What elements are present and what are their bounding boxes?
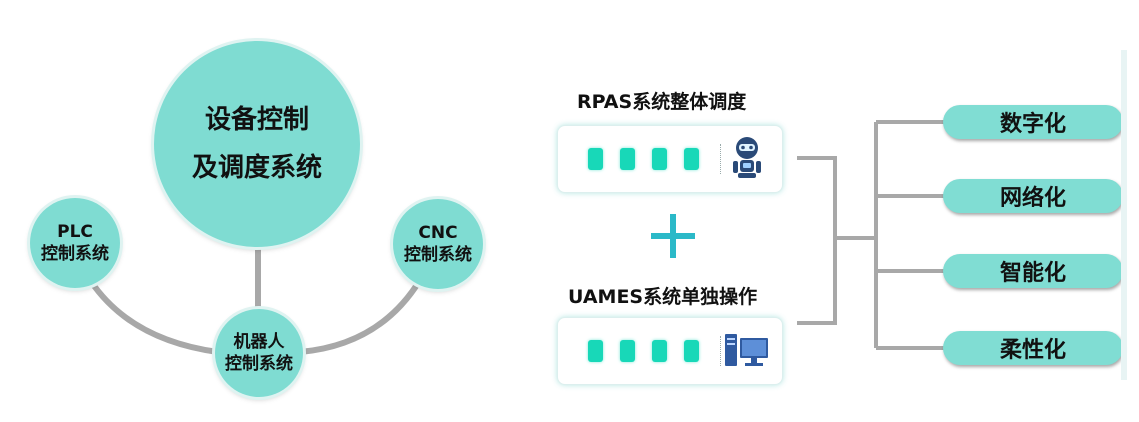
computer-icon: [725, 334, 768, 366]
cnc-circle: CNC 控制系统: [393, 199, 483, 289]
plus-operator-vertical: [670, 214, 676, 258]
pill-networking: 网络化: [943, 179, 1123, 213]
cnc-label-line1: CNC: [418, 223, 458, 243]
uames-title: UAMES系统单独操作: [568, 286, 758, 308]
progress-segment: [588, 340, 603, 362]
progress-segment: [620, 340, 635, 362]
uames-panel: [557, 317, 783, 385]
progress-segment: [588, 148, 603, 170]
pill-intelligence: 智能化: [943, 254, 1123, 288]
panel-divider: [720, 336, 722, 366]
progress-segment: [652, 148, 667, 170]
plc-label-line2: 控制系统: [41, 244, 109, 264]
main-label-line1: 设备控制: [204, 105, 309, 135]
robot-icon: [733, 137, 761, 178]
robot-label-line1: 机器人: [233, 332, 285, 352]
right-edge-bar: [1121, 50, 1127, 380]
pill-digitalization: 数字化: [943, 105, 1123, 139]
rpas-title: RPAS系统整体调度: [577, 91, 747, 113]
robot-label-line2: 控制系统: [225, 354, 293, 374]
cnc-label-line2: 控制系统: [404, 245, 472, 265]
progress-segment: [652, 340, 667, 362]
progress-segment: [684, 148, 699, 170]
pill-flexibility: 柔性化: [943, 331, 1123, 365]
progress-segment: [684, 340, 699, 362]
plc-label-line1: PLC: [57, 222, 93, 242]
plc-circle: PLC 控制系统: [30, 198, 120, 288]
rpas-panel: [557, 125, 783, 193]
robot-circle: 机器人 控制系统: [215, 309, 303, 397]
progress-segment: [620, 148, 635, 170]
panel-divider: [720, 144, 722, 174]
equipment-control-circle: 设备控制 及调度系统: [154, 41, 360, 247]
main-label-line2: 及调度系统: [191, 153, 322, 183]
